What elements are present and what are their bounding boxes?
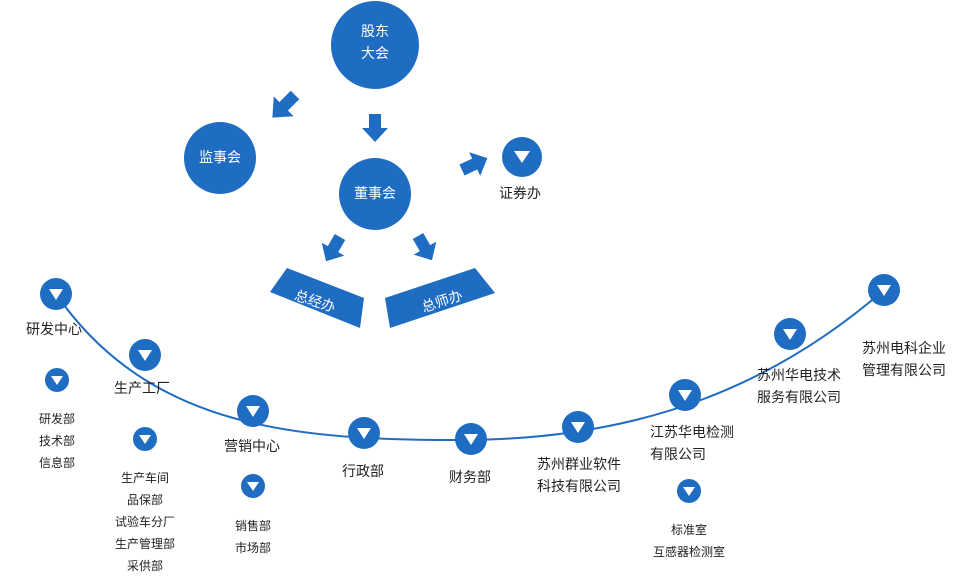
- arrow-to-chief-engineer-icon: [412, 233, 437, 261]
- arrow-to-securities-icon: [459, 152, 488, 176]
- marketing-subs-list: 销售部 市场部: [218, 515, 288, 559]
- dianke-label-line1: 苏州电科企业: [862, 341, 946, 357]
- rd-node: [40, 278, 72, 310]
- rd-subs-list: 研发部 技术部 信息部: [22, 408, 92, 474]
- jiangsu-subs-list: 标准室 互感器检测室: [639, 519, 739, 563]
- huadian-service-label-line1: 苏州华电技术: [757, 368, 841, 384]
- finance-node: [455, 423, 487, 455]
- marketing-label: 营销中心: [224, 439, 280, 455]
- marketing-sub-item: 市场部: [234, 541, 271, 555]
- jiangsu-triangle-icon: [678, 390, 692, 401]
- rd-triangle-icon: [49, 289, 63, 300]
- huadian-service-node: [774, 318, 806, 350]
- admin-label: 行政部: [342, 464, 384, 480]
- jiangsu-sub-item: 标准室: [670, 523, 707, 537]
- production-sub-item: 品保部: [126, 493, 163, 507]
- securities-triangle-icon: [514, 151, 530, 163]
- shareholders-circle: [331, 1, 419, 89]
- rd-label: 研发中心: [26, 322, 82, 338]
- production-subs-icon: [133, 427, 157, 451]
- huadian-service-label-line2: 服务有限公司: [757, 390, 841, 406]
- jiangsu-node: [669, 379, 701, 411]
- jiangsu-label-line2: 有限公司: [650, 447, 706, 463]
- dianke-label-line2: 管理有限公司: [862, 363, 946, 379]
- qunye-triangle-icon: [571, 422, 585, 433]
- rd-sub-item: 研发部: [38, 412, 75, 426]
- marketing-subs-icon: [241, 474, 265, 498]
- qunye-label-line1: 苏州群业软件: [537, 457, 621, 473]
- production-sub-item: 生产管理部: [114, 537, 175, 551]
- dianke-triangle-icon: [877, 285, 891, 296]
- arrow-to-supervisors-icon: [272, 90, 300, 118]
- marketing-sub-item: 销售部: [234, 519, 271, 533]
- general-manager-band: [270, 268, 364, 328]
- huadian-service-label: 苏州华电技术 服务有限公司: [757, 365, 841, 409]
- production-subs-list: 生产车间 品保部 试验车分厂 生产管理部 采供部: [100, 467, 190, 577]
- production-node: [129, 339, 161, 371]
- jiangsu-subs-icon: [677, 479, 701, 503]
- qunye-node: [562, 411, 594, 443]
- admin-triangle-icon: [357, 428, 371, 439]
- arrow-to-general-manager-icon: [321, 234, 346, 262]
- jiangsu-label-line1: 江苏华电检测: [650, 425, 734, 441]
- production-sub-item: 试验车分厂: [114, 515, 175, 529]
- rd-subs-icon: [45, 368, 69, 392]
- shareholders-label-line1: 股东: [361, 24, 389, 40]
- marketing-node: [237, 395, 269, 427]
- production-sub-item: 采供部: [126, 559, 163, 573]
- dianke-label: 苏州电科企业 管理有限公司: [862, 338, 946, 382]
- production-label: 生产工厂: [114, 381, 170, 397]
- finance-triangle-icon: [464, 434, 478, 445]
- securities-label: 证券办: [499, 186, 541, 202]
- shareholders-label-line2: 大会: [361, 46, 389, 62]
- dianke-node: [868, 274, 900, 306]
- production-triangle-icon: [138, 350, 152, 361]
- shareholders-label: 股东 大会: [345, 21, 405, 65]
- supervisors-label: 监事会: [199, 150, 241, 166]
- qunye-label-line2: 科技有限公司: [537, 479, 621, 495]
- board-label: 董事会: [354, 186, 396, 202]
- marketing-triangle-icon: [246, 406, 260, 417]
- jiangsu-label: 江苏华电检测 有限公司: [650, 422, 734, 466]
- huadian-service-triangle-icon: [783, 329, 797, 340]
- board-circle: [339, 158, 411, 230]
- rd-sub-item: 信息部: [38, 456, 75, 470]
- arrow-to-board-icon: [362, 114, 388, 142]
- finance-label: 财务部: [449, 470, 491, 486]
- supervisors-circle: [184, 122, 256, 194]
- qunye-label: 苏州群业软件 科技有限公司: [537, 454, 621, 498]
- rd-sub-item: 技术部: [38, 434, 75, 448]
- admin-node: [348, 417, 380, 449]
- chief-engineer-band: [385, 268, 495, 328]
- production-sub-item: 生产车间: [120, 471, 169, 485]
- jiangsu-sub-item: 互感器检测室: [652, 545, 725, 559]
